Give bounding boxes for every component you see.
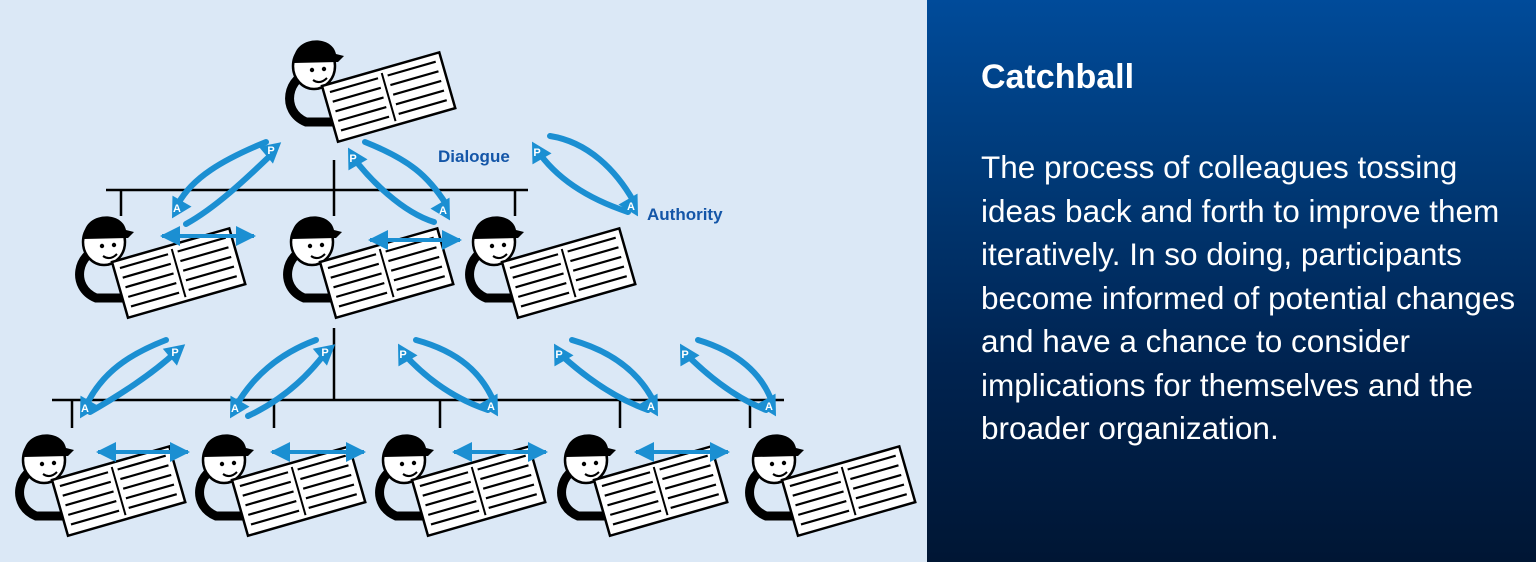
marker-letter: A: [627, 201, 635, 213]
marker-letter: P: [681, 349, 688, 361]
person-mid-2: [288, 216, 454, 317]
dialogue-label: Dialogue: [438, 147, 510, 166]
person-mid-1: [80, 216, 246, 317]
person-bottom-1: [20, 434, 186, 535]
panel-title: Catchball: [981, 58, 1135, 96]
act-marker-3: A: [430, 197, 450, 221]
act-marker-9: A: [230, 395, 250, 419]
diagram-canvas: P A P A P A P A P A P A P A P A Dialogue Authority: [0, 0, 927, 562]
marker-letter: A: [439, 205, 447, 217]
catchball-diagram: P A P A P A P A P A P A P A P A Dialogue Authority: [0, 0, 927, 562]
act-marker-5: A: [618, 193, 638, 217]
person-bottom-2: [200, 434, 366, 535]
plan-marker-0: P: [258, 142, 282, 164]
marker-letter: P: [321, 347, 328, 359]
plan-marker-6: P: [162, 344, 186, 366]
act-marker-7: A: [80, 395, 100, 419]
marker-letter: P: [555, 349, 562, 361]
authority-label: Authority: [647, 205, 723, 224]
plan-marker-10: P: [398, 343, 418, 367]
marker-letter: A: [487, 401, 495, 413]
peer-arrows: [96, 226, 730, 462]
pa-markers: P A P A P A P A P A P A P A P A: [80, 141, 776, 419]
marker-letter: P: [171, 347, 178, 359]
act-marker-13: A: [638, 393, 658, 417]
person-top: [290, 40, 456, 141]
person-bottom-4: [562, 434, 728, 535]
catchball-arcs: [83, 133, 775, 419]
marker-letter: A: [765, 401, 773, 413]
plan-marker-2: P: [348, 147, 368, 171]
plan-marker-4: P: [532, 141, 552, 165]
marker-letter: P: [267, 145, 274, 157]
person-bottom-5: [750, 434, 916, 535]
definition-panel: Catchball The process of colleagues toss…: [927, 0, 1536, 562]
panel-description: The process of colleagues tossing ideas …: [981, 149, 1516, 446]
act-marker-11: A: [478, 393, 498, 417]
plan-marker-14: P: [680, 343, 700, 367]
marker-letter: A: [231, 403, 239, 415]
marker-letter: A: [81, 403, 89, 415]
marker-letter: A: [173, 203, 181, 215]
marker-letter: P: [399, 349, 406, 361]
plan-marker-12: P: [554, 343, 574, 367]
person-mid-3: [470, 216, 636, 317]
act-marker-1: A: [172, 195, 192, 219]
marker-letter: P: [533, 147, 540, 159]
person-bottom-3: [380, 434, 546, 535]
act-marker-15: A: [756, 393, 776, 417]
marker-letter: A: [647, 401, 655, 413]
plan-marker-8: P: [312, 344, 336, 366]
marker-letter: P: [349, 153, 356, 165]
